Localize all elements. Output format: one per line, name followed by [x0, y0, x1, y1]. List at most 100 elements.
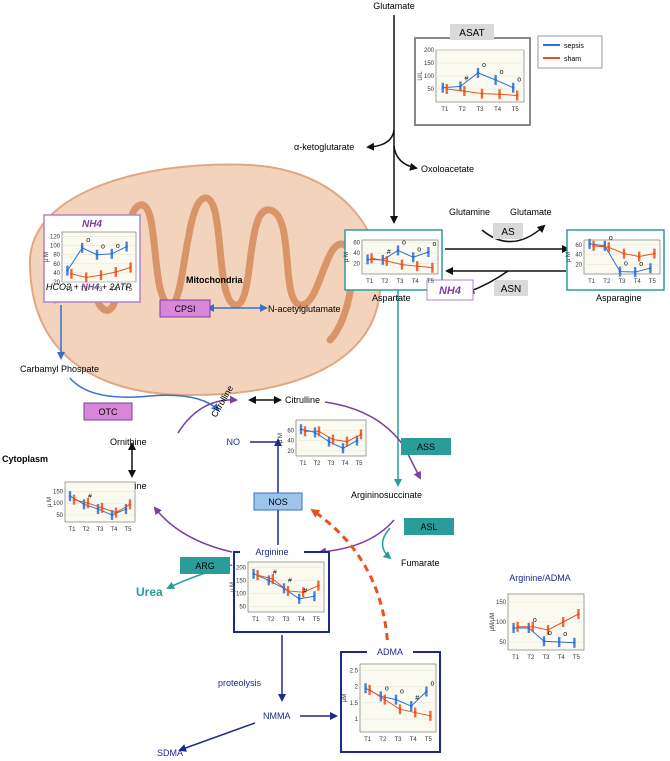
citrulline-point — [345, 440, 349, 443]
aspartate-point — [427, 250, 430, 254]
asparagine-xtick-label: T1 — [588, 279, 596, 285]
arginine-xtick-label: T4 — [298, 617, 306, 623]
enzyme-cpsi: CPSI — [159, 299, 211, 318]
asat-annotation: o — [517, 77, 521, 84]
metabolite-nmma: NMMA — [263, 711, 291, 721]
citrulline-point — [341, 447, 345, 450]
nh4-point — [85, 276, 88, 279]
nh4-point — [110, 252, 114, 256]
arg_adma-xtick-label: T2 — [527, 655, 535, 661]
metabolite-n-acetylglutamate: N-acetylglutamate — [268, 304, 341, 314]
enzyme-cpsi-label: CPSI — [174, 304, 195, 314]
ornithine-point — [68, 494, 72, 498]
enzyme-nos-label: NOS — [268, 497, 288, 507]
nh4-annotation: o — [116, 243, 120, 250]
enzyme-ass: ASS — [401, 438, 451, 455]
ornithine-xtick-label: T2 — [82, 527, 90, 533]
arg_adma-ylabel: μM/μM — [490, 613, 496, 632]
aspartate-annotation: o — [402, 239, 406, 246]
asparagine-point — [592, 244, 595, 248]
asat-xtick-label: T1 — [441, 107, 449, 113]
asat-ytick-label: 150 — [424, 61, 435, 67]
aspartate-xtick-label: T3 — [396, 279, 404, 285]
enzyme-asn-label: ASN — [501, 284, 522, 295]
asparagine-ytick-label: 20 — [575, 262, 582, 268]
mito-eq-left: HCO3 + — [46, 282, 81, 292]
arginine-ytick-label: 50 — [239, 605, 246, 611]
asat-point — [498, 93, 501, 96]
arginine-point — [302, 591, 305, 594]
arginine-plot-area — [247, 561, 325, 613]
adma-chart-title: ADMA — [377, 647, 403, 657]
adma-ytick-label: 2 — [355, 685, 359, 691]
arginine-point — [313, 595, 316, 598]
asat-xtick-label: T5 — [512, 107, 520, 113]
asat-xtick-label: T4 — [494, 107, 502, 113]
aspartate-annotation: o — [432, 241, 436, 248]
label-mitochondria: Mitochondria — [186, 275, 243, 285]
ornithine-ytick-label: 150 — [53, 489, 64, 495]
asat-point — [459, 85, 462, 88]
asparagine-point — [618, 270, 622, 273]
nh4-point — [129, 266, 132, 269]
ornithine-xtick-label: T1 — [68, 527, 76, 533]
adma-xtick-label: T1 — [364, 737, 372, 743]
adma-point — [414, 711, 417, 714]
arginine-xtick-label: T1 — [252, 617, 260, 623]
arg_adma-point — [562, 620, 565, 624]
nh4-point — [125, 245, 128, 248]
metabolite-ornithine-mito: Ornithine — [110, 437, 147, 447]
asparagine-xtick-label: T3 — [618, 279, 626, 285]
arginine-point — [252, 572, 255, 576]
enzyme-asat: ASAT — [450, 24, 494, 40]
asat-point — [494, 78, 497, 82]
adma-point — [425, 690, 428, 693]
metabolite-asparagine: Asparagine — [596, 293, 642, 303]
nh4-xtick-label: T1 — [66, 287, 74, 293]
asparagine-annotation: o — [609, 235, 613, 242]
metabolite-glutamine: Glutamine — [449, 207, 490, 217]
asat-annotation: # — [464, 75, 468, 82]
aspartate-plot-area — [361, 239, 439, 275]
nh4-ylabel: μ M — [44, 252, 50, 262]
arrow-glutamine-glutamate — [481, 224, 546, 243]
metabolite-alpha-kg: α-ketoglutarate — [294, 142, 354, 152]
arginine-point — [317, 584, 320, 587]
ornithine-xtick-label: T3 — [96, 527, 104, 533]
asparagine-xtick-label: T4 — [634, 279, 642, 285]
enzyme-asl-label: ASL — [420, 522, 437, 532]
aspartate-xtick-label: T4 — [412, 279, 420, 285]
nh4-point — [99, 273, 103, 277]
citrulline-xtick-label: T1 — [299, 461, 307, 467]
arginine-annotation: # — [288, 577, 292, 584]
asparagine-annotation: o — [624, 261, 628, 268]
arrow-adma-inhibits-nos — [310, 508, 390, 653]
citrulline-point — [299, 428, 303, 431]
arg_adma-point — [577, 612, 580, 616]
asparagine-xtick-label: T5 — [649, 279, 657, 285]
adma-annotation: o — [400, 689, 404, 696]
arg_adma-annotation: o — [548, 630, 552, 637]
adma-point — [383, 698, 386, 701]
aspartate-xtick-label: T5 — [427, 279, 435, 285]
adma-point — [429, 714, 432, 718]
ornithine-point — [110, 513, 114, 517]
citrulline-xtick-label: T4 — [341, 461, 349, 467]
arg_adma-point — [531, 625, 534, 628]
ornithine-point — [114, 511, 118, 514]
adma-annotation: # — [415, 695, 419, 702]
ornithine-point — [100, 506, 104, 510]
citrulline-xtick-label: T5 — [355, 461, 363, 467]
adma-annotation: o — [430, 681, 434, 688]
aspartate-point — [385, 259, 388, 263]
enzyme-asn: ASN — [494, 280, 528, 296]
metabolite-no: NO — [227, 437, 241, 447]
label-cytoplasm: Cytoplasm — [2, 454, 48, 464]
asat-xtick-label: T2 — [459, 107, 467, 113]
citrulline-point — [355, 439, 359, 442]
arg_adma-ytick-label: 50 — [499, 640, 506, 646]
